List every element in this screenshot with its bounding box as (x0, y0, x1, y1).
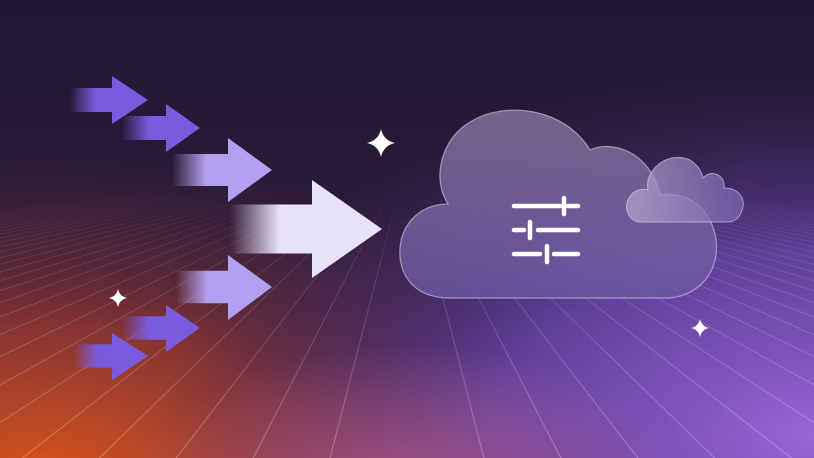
sparkle-icon (367, 129, 395, 157)
sparkles (109, 129, 709, 337)
sparkle-icon (691, 319, 709, 337)
arrow-icon (176, 255, 272, 320)
arrow-icon (70, 76, 148, 124)
arrow-icon (122, 104, 200, 152)
arrow-icon (74, 333, 148, 380)
arrow-icon (230, 180, 382, 278)
arrow-icon (122, 305, 200, 352)
arrow-icon (172, 138, 272, 202)
small-cloud-icon (626, 156, 744, 223)
sliders-icon (511, 195, 581, 265)
sparkle-icon (109, 289, 127, 307)
arrows (70, 76, 382, 380)
